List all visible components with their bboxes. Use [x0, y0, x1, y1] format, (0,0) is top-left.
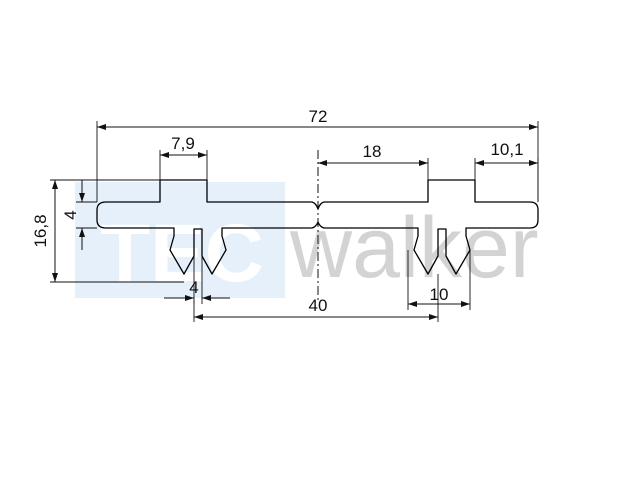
dim-label-10: 10: [430, 285, 449, 304]
dim-leg-width-left: 4: [164, 256, 230, 304]
dim-flange-width: 7,9: [159, 134, 208, 180]
watermark-logo-box: [75, 182, 285, 298]
dim-label-7-9: 7,9: [171, 134, 195, 153]
dim-label-16-8: 16,8: [31, 214, 50, 247]
dim-label-10-1: 10,1: [490, 140, 523, 159]
watermark-brand-text: walker: [289, 200, 539, 296]
dim-total-height: 16,8: [31, 179, 184, 283]
dim-top-right: 10,1: [474, 140, 539, 202]
dim-label-4-horizontal: 4: [189, 278, 198, 297]
dim-plate-thickness: 4: [61, 180, 97, 250]
dim-label-40: 40: [309, 296, 328, 315]
watermark-logo-text: TEC: [100, 208, 264, 299]
watermark: TEC walker: [75, 182, 539, 299]
dim-label-18: 18: [363, 142, 382, 161]
dim-leg-width-right: 10: [407, 250, 471, 310]
profile-outline: [96, 179, 539, 275]
dim-leg-spacing: 40: [193, 274, 439, 322]
dim-label-72: 72: [309, 107, 328, 126]
dim-top-inner: 18: [318, 142, 429, 180]
dim-label-4-vertical: 4: [61, 210, 80, 219]
dim-overall-width: 72: [96, 107, 539, 202]
